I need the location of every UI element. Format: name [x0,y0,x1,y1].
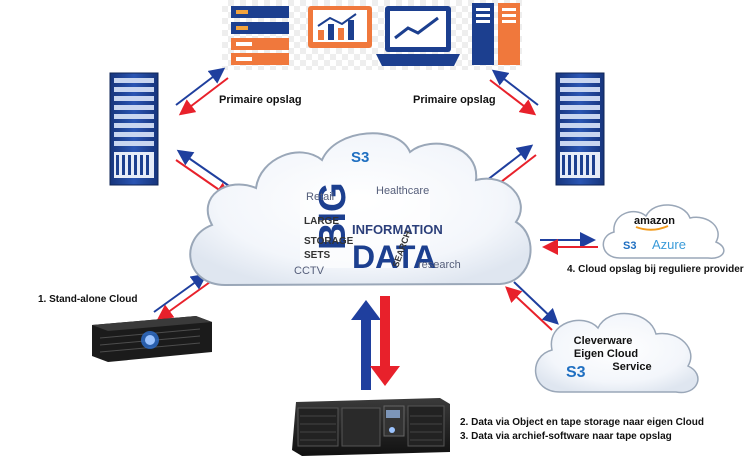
word-research: research [418,259,461,271]
word-big: BIG [312,182,354,250]
top-rack-orange [231,38,289,65]
word-information: INFORMATION [352,222,443,237]
tape-library-device [292,398,450,456]
amazon-smile-icon [635,225,669,231]
tape-archive-label: 3. Data via archief-software naar tape o… [460,431,672,442]
own-cloud [535,312,699,394]
vertical-arrows [351,296,400,390]
tape-object-label: 2. Data via Object en tape storage naar … [460,417,704,428]
own-cloud-s3-label: S3 [566,364,586,381]
word-sets: SETS [304,250,330,261]
arrow-top-to-right-server [489,79,537,116]
word-data: DATA [352,239,436,275]
word-cloud: BIG DATA INFORMATION STORAGE LARGE SETS … [294,182,461,277]
arrow-cloud-to-own-cloud [513,281,559,325]
provider-cloud [602,204,725,259]
standalone-cloud-label: 1. Stand-alone Cloud [38,294,138,305]
word-cctv: CCTV [294,265,325,277]
word-retail: Retail [306,191,334,203]
arrow-cloud-to-left-server [176,149,233,189]
main-cloud-s3-label: S3 [351,149,369,166]
primary-storage-label-left: Primaire opslag [219,94,302,106]
arrow-up-to-cloud [351,300,381,320]
standalone-storage-device [92,316,212,362]
word-healthcare: Healthcare [376,185,429,197]
cloud-provider-label: 4. Cloud opslag bij reguliere provider [567,264,744,275]
provider-s3-label: S3 [623,240,636,252]
arrow-left-server-to-top [175,67,226,106]
word-storage: STORAGE [304,236,354,247]
arrow-cloud-to-standalone [156,281,211,321]
top-rack-blue [231,6,289,34]
primary-storage-label-right: Primaire opslag [413,94,496,106]
arrow-top-to-left-server [178,77,229,116]
server-left-icon [109,72,159,186]
server-right-icon [555,72,605,186]
arrow-standalone-to-cloud [153,273,208,313]
own-cloud-line3: Service [612,361,651,373]
arrow-own-cloud-to-cloud [505,286,553,331]
arrow-down-to-tape [370,366,400,386]
tower-servers-icon [472,3,520,65]
laptop-icon [376,6,460,66]
chart-monitor-icon [308,6,372,48]
own-cloud-line1: Cleverware [574,335,633,347]
arrows [153,67,598,331]
amazon-logo-text: amazon [634,215,675,227]
azure-label: Azure [652,237,686,252]
own-cloud-line2: Eigen Cloud [574,348,638,360]
word-large: LARGE [304,216,339,227]
